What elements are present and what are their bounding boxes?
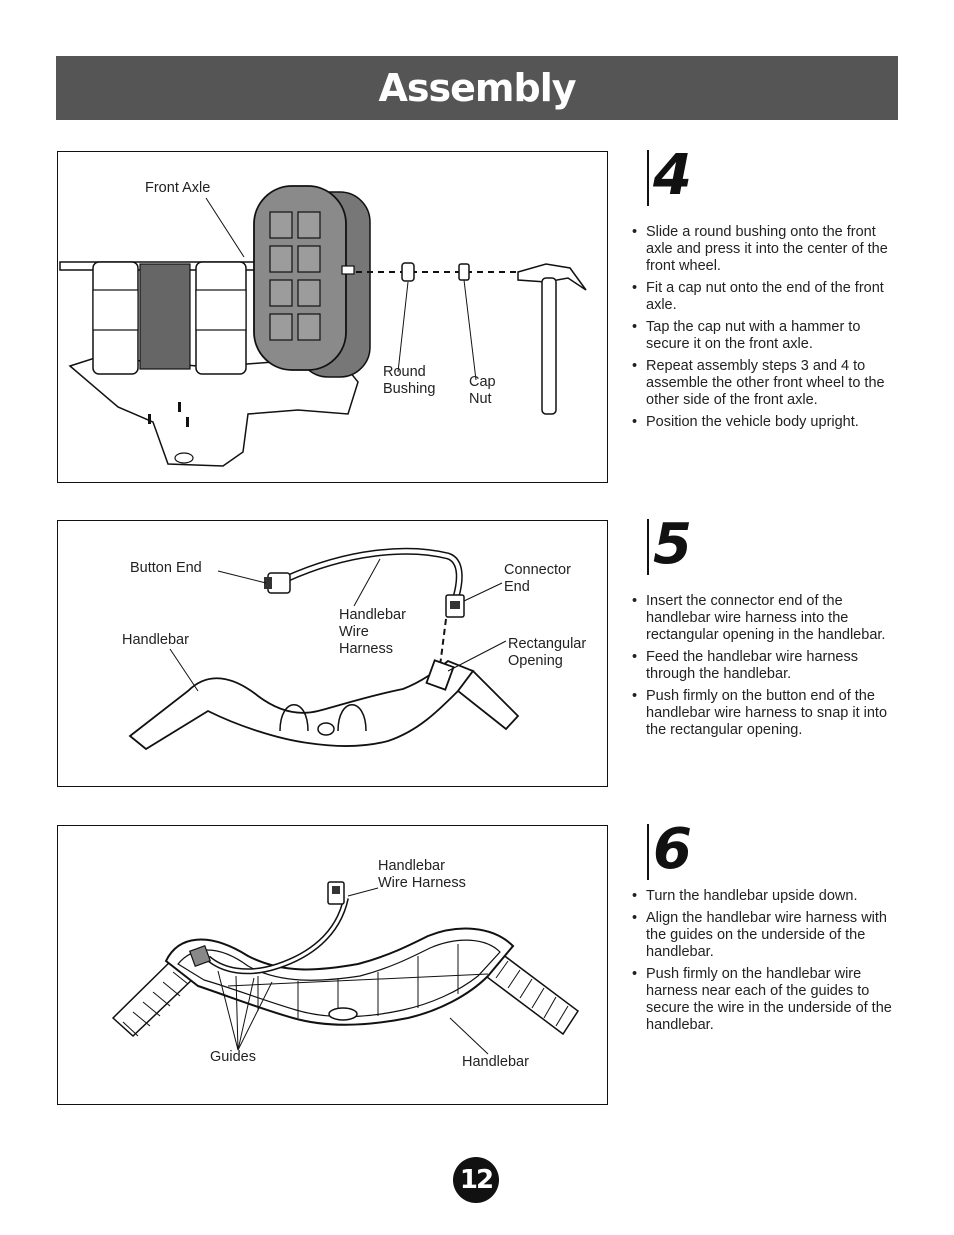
label-guides: Guides <box>210 1049 256 1065</box>
step4-bullets: Slide a round bushing onto the front axl… <box>631 224 906 431</box>
label-round-bushing: Round Bushing <box>383 364 436 397</box>
handlebar-underside-diagram <box>111 881 580 1055</box>
label-rectangular-opening: Rectangular Opening <box>508 636 587 669</box>
bullet-item: Tap the cap nut with a hammer to secure … <box>631 319 906 353</box>
label-front-axle: Front Axle <box>145 180 211 196</box>
bullet-item: Insert the connector end of the handleba… <box>631 593 906 644</box>
label-connector-end: Connector End <box>504 562 571 595</box>
step5-illustration: Button End Connector End Handlebar Wire … <box>57 520 608 787</box>
bullet-item: Push firmly on the button end of the han… <box>631 688 906 739</box>
front-axle-diagram <box>59 185 587 467</box>
step6-illustration: Handlebar Wire Harness Guides Handlebar <box>57 825 608 1105</box>
bullet-item: Align the handlebar wire harness with th… <box>631 910 906 961</box>
bullet-item: Turn the handlebar upside down. <box>631 888 906 905</box>
label-cap-nut: Cap Nut <box>469 374 496 407</box>
step6-instructions: 6 Turn the handlebar upside down. Align t… <box>631 818 906 1039</box>
label-handlebar: Handlebar <box>122 632 189 648</box>
handlebar-wire-diagram <box>128 547 520 751</box>
bullet-item: Position the vehicle body upright. <box>631 414 906 431</box>
step6-number: 6 <box>631 818 906 882</box>
step5-bullets: Insert the connector end of the handleba… <box>631 593 906 739</box>
bullet-item: Push firmly on the handlebar wire harnes… <box>631 966 906 1034</box>
bullet-item: Slide a round bushing onto the front axl… <box>631 224 906 275</box>
step5-number: 5 <box>631 513 906 577</box>
page-title: Assembly <box>378 66 576 110</box>
bullet-item: Repeat assembly steps 3 and 4 to assembl… <box>631 358 906 409</box>
bullet-item: Fit a cap nut onto the end of the front … <box>631 280 906 314</box>
step5-instructions: 5 Insert the connector end of the handle… <box>631 513 906 744</box>
step4-instructions: 4 Slide a round bushing onto the front a… <box>631 144 906 436</box>
step6-bullets: Turn the handlebar upside down. Align the… <box>631 888 906 1034</box>
bullet-item: Feed the handlebar wire harness through … <box>631 649 906 683</box>
page-number: 12 <box>453 1157 499 1203</box>
label-handlebar: Handlebar <box>462 1054 529 1070</box>
step4-illustration: Front Axle Round Bushing Cap Nut <box>57 151 608 483</box>
label-button-end: Button End <box>130 560 202 576</box>
label-handlebar-wire-harness: Handlebar Wire Harness <box>378 858 466 891</box>
label-handlebar-wire-harness: Handlebar Wire Harness <box>339 607 406 657</box>
step4-number: 4 <box>631 144 906 208</box>
page-header: Assembly <box>56 56 898 120</box>
